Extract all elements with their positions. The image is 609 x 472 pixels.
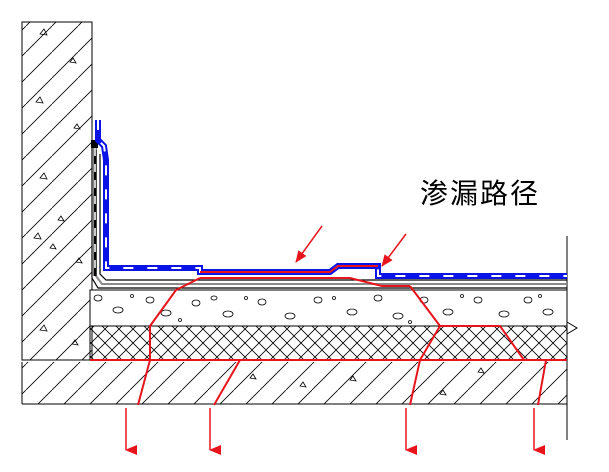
diagram-title: 渗漏路径 [420, 177, 541, 210]
concrete-wall [21, 21, 93, 361]
upturn-dashed-underlay [91, 140, 98, 276]
incoming-water-arrows [295, 225, 407, 267]
waterproofing-membrane [95, 120, 567, 279]
leak-path-lines [90, 265, 567, 406]
outgoing-leak-arrows [125, 408, 545, 455]
wall-aggregate-marks [33, 28, 83, 346]
protective-concrete-layer [89, 289, 568, 327]
base-slab [21, 359, 567, 405]
insulation-layer [89, 325, 568, 361]
section-break-line [566, 236, 578, 440]
